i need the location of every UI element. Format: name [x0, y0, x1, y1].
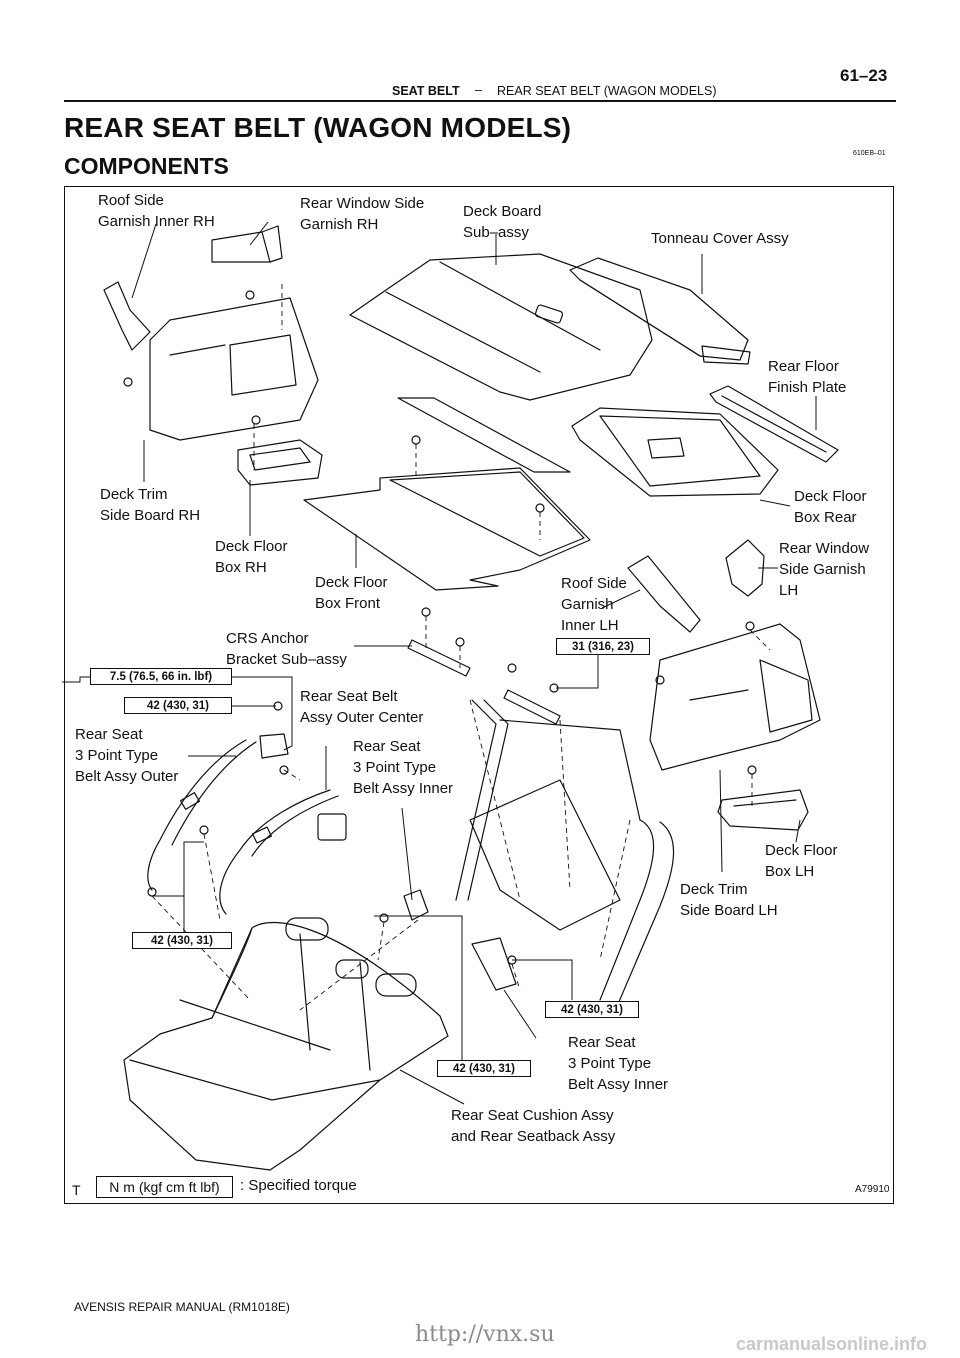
header-section: SEAT BELT	[392, 84, 460, 98]
page-title: REAR SEAT BELT (WAGON MODELS)	[64, 112, 572, 143]
label-roof-side-garnish-inner-rh: Roof Side Garnish Inner RH	[98, 192, 215, 230]
torque-box: 42 (430, 31)	[437, 1060, 531, 1077]
label-deck-floor-box-rear: Deck Floor Box Rear	[794, 488, 867, 526]
header-rule	[64, 100, 896, 102]
torque-box: 42 (430, 31)	[132, 932, 232, 949]
label-rear-window-side-garnish-lh: Rear Window Side Garnish LH	[779, 540, 870, 599]
header-subsection: REAR SEAT BELT (WAGON MODELS)	[497, 84, 717, 98]
label-crs-anchor-bracket: CRS Anchor Bracket Sub–assy	[226, 630, 347, 668]
label-deck-floor-box-lh: Deck Floor Box LH	[765, 842, 838, 880]
label-rear-seat-3pt-belt-inner-lower: Rear Seat 3 Point Type Belt Assy Inner	[568, 1034, 669, 1093]
torque-box: 31 (316, 23)	[556, 638, 650, 655]
label-rear-seat-cushion-seatback: Rear Seat Cushion Assy and Rear Seatback…	[451, 1107, 616, 1145]
label-deck-trim-side-board-rh: Deck Trim Side Board RH	[100, 486, 201, 524]
label-deck-floor-box-rh: Deck Floor Box RH	[215, 538, 288, 576]
diagram-frame	[64, 186, 894, 1204]
page-number: 61–23	[840, 66, 888, 85]
manual-footer: AVENSIS REPAIR MANUAL (RM1018E)	[74, 1300, 290, 1314]
figure-code: A79910	[855, 1184, 890, 1195]
page-subtitle: COMPONENTS	[64, 153, 229, 179]
label-tonneau-cover-assy: Tonneau Cover Assy	[651, 230, 789, 247]
legend-t-mark: T	[72, 1182, 81, 1198]
header-separator: –	[475, 83, 482, 97]
watermark-link[interactable]: http://vnx.su	[415, 1322, 555, 1347]
label-rear-window-side-garnish-rh: Rear Window Side Garnish RH	[300, 195, 425, 233]
torque-box: 42 (430, 31)	[545, 1001, 639, 1018]
label-roof-side-garnish-inner-lh: Roof Side Garnish Inner LH	[561, 575, 627, 634]
label-deck-floor-box-front: Deck Floor Box Front	[315, 574, 388, 612]
torque-box: 7.5 (76.5, 66 in. lbf)	[90, 668, 232, 685]
legend-description: : Specified torque	[240, 1177, 357, 1194]
label-deck-trim-side-board-lh: Deck Trim Side Board LH	[680, 881, 778, 919]
label-rear-seat-3pt-belt-inner-upper: Rear Seat 3 Point Type Belt Assy Inner	[353, 738, 454, 797]
label-deck-board-sub-assy: Deck Board Sub–assy	[463, 203, 542, 241]
label-rear-floor-finish-plate: Rear Floor Finish Plate	[768, 358, 847, 396]
label-rear-seat-3pt-belt-outer: Rear Seat 3 Point Type Belt Assy Outer	[75, 726, 179, 785]
doc-code: 610EB–01	[853, 150, 886, 157]
torque-box: 42 (430, 31)	[124, 697, 232, 714]
site-watermark: carmanualsonline.info	[736, 1334, 928, 1354]
legend-torque-unit-box: N m (kgf cm ft lbf)	[96, 1176, 233, 1198]
label-rear-seat-belt-outer-center: Rear Seat Belt Assy Outer Center	[300, 688, 424, 726]
